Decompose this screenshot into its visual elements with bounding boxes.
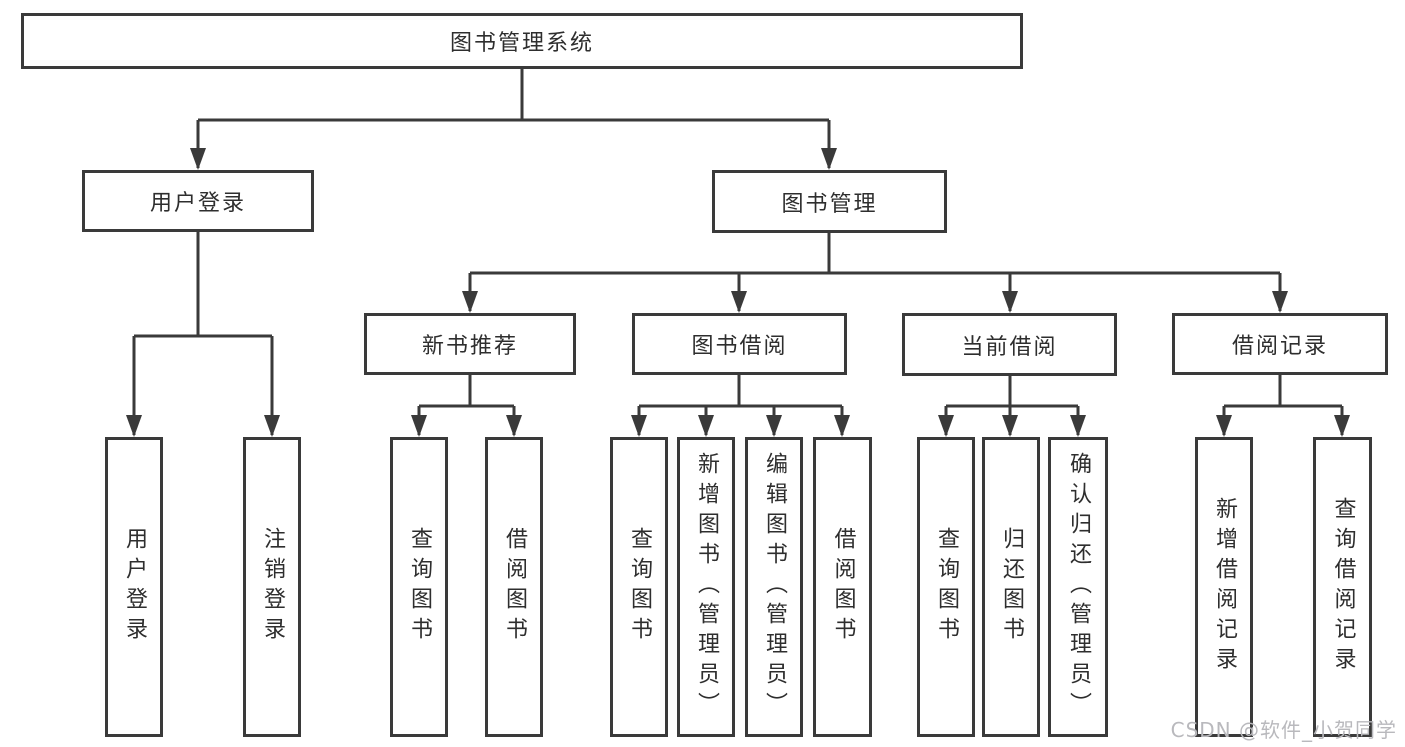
node-leaf-query-borrow-record: 查询借阅记录 (1313, 437, 1372, 737)
node-user-login: 用户登录 (82, 170, 314, 232)
arrow-head-icon (1272, 291, 1288, 313)
node-label-leaf-query-book-borrow: 查询图书 (627, 527, 652, 647)
arrow-head-icon (1070, 415, 1086, 437)
node-label-leaf-logout: 注销登录 (260, 527, 285, 647)
node-leaf-edit-book-admin: 编辑图书（管理员） (745, 437, 803, 737)
arrow-head-icon (264, 415, 280, 437)
node-book-borrow: 图书借阅 (632, 313, 847, 375)
arrow-head-icon (462, 291, 478, 313)
arrow-head-icon (1002, 415, 1018, 437)
arrow-head-icon (126, 415, 142, 437)
arrow-head-icon (190, 148, 206, 170)
node-label-leaf-return-book: 归还图书 (999, 527, 1024, 647)
node-leaf-add-borrow-record: 新增借阅记录 (1195, 437, 1253, 737)
node-leaf-query-book-recommend: 查询图书 (390, 437, 448, 737)
node-leaf-return-book: 归还图书 (982, 437, 1040, 737)
node-book-management: 图书管理 (712, 170, 947, 233)
arrow-head-icon (1334, 415, 1350, 437)
node-label-leaf-user-login: 用户登录 (122, 527, 147, 647)
node-label-leaf-edit-book-admin: 编辑图书（管理员） (762, 452, 787, 722)
arrow-head-icon (1216, 415, 1232, 437)
node-leaf-borrow-book-recommend: 借阅图书 (485, 437, 543, 737)
arrow-head-icon (731, 291, 747, 313)
node-leaf-confirm-return-admin: 确认归还（管理员） (1048, 437, 1108, 737)
node-label-book-management: 图书管理 (781, 191, 878, 217)
node-leaf-borrow-book-2: 借阅图书 (813, 437, 872, 737)
node-label-leaf-borrow-book-recommend: 借阅图书 (502, 527, 527, 647)
arrow-head-icon (698, 415, 714, 437)
node-label-leaf-query-borrow-record: 查询借阅记录 (1330, 497, 1356, 677)
node-leaf-query-book-current: 查询图书 (917, 437, 975, 737)
node-label-leaf-query-book-recommend: 查询图书 (407, 527, 432, 647)
node-current-borrow: 当前借阅 (902, 313, 1117, 376)
arrow-head-icon (411, 415, 427, 437)
node-label-leaf-confirm-return-admin: 确认归还（管理员） (1066, 452, 1091, 722)
node-leaf-user-login: 用户登录 (105, 437, 163, 737)
arrow-head-icon (506, 415, 522, 437)
node-root: 图书管理系统 (21, 13, 1023, 69)
node-label-leaf-add-book-admin: 新增图书（管理员） (694, 452, 719, 722)
arrow-head-icon (631, 415, 647, 437)
node-label-new-book-recommend: 新书推荐 (421, 334, 518, 359)
arrow-head-icon (834, 415, 850, 437)
node-leaf-query-book-borrow: 查询图书 (610, 437, 668, 737)
node-label-leaf-borrow-book-2: 借阅图书 (830, 527, 856, 647)
node-new-book-recommend: 新书推荐 (364, 313, 576, 375)
arrow-head-icon (766, 415, 782, 437)
arrow-head-icon (821, 148, 837, 170)
node-leaf-logout: 注销登录 (243, 437, 301, 737)
node-label-user-login: 用户登录 (149, 191, 246, 216)
watermark: CSDN @软件_小贺同学 (1170, 718, 1397, 742)
arrow-head-icon (938, 415, 954, 437)
node-label-book-borrow: 图书借阅 (691, 334, 788, 359)
node-label-borrow-records: 借阅记录 (1231, 334, 1328, 359)
node-borrow-records: 借阅记录 (1172, 313, 1388, 375)
node-label-current-borrow: 当前借阅 (961, 334, 1058, 360)
node-label-root: 图书管理系统 (449, 31, 594, 56)
node-label-leaf-add-borrow-record: 新增借阅记录 (1212, 497, 1237, 677)
node-label-leaf-query-book-current: 查询图书 (934, 527, 959, 647)
arrow-head-icon (1002, 291, 1018, 313)
node-leaf-add-book-admin: 新增图书（管理员） (677, 437, 735, 737)
